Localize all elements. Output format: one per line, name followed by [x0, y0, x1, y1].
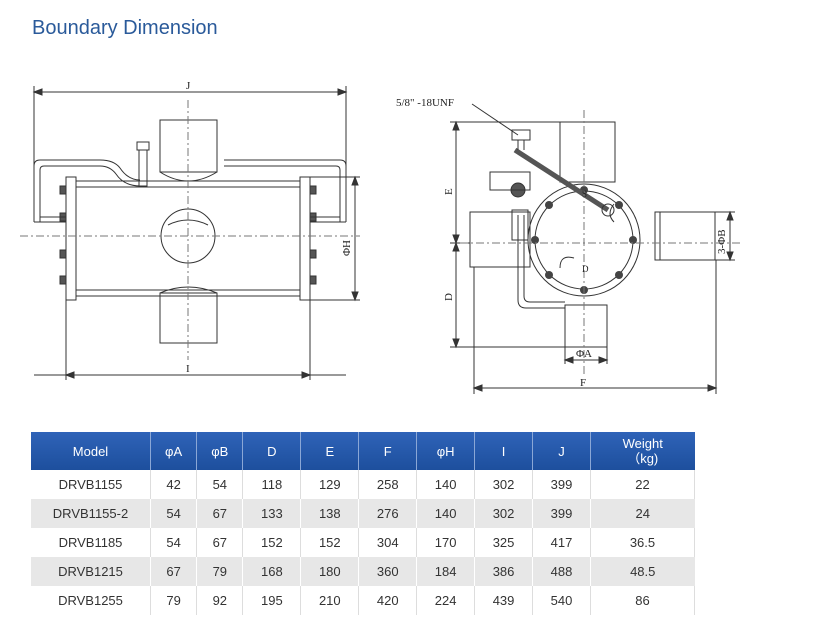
s-mark-label: S	[582, 189, 587, 199]
dim-e-label: E	[443, 188, 455, 195]
cell: 168	[242, 557, 302, 586]
table-row: DRVB1185 54 67 152 152 304 170 325 417 3…	[31, 528, 696, 557]
cell: 399	[532, 499, 591, 528]
col-header-d: D	[242, 432, 302, 470]
cell: 79	[150, 586, 198, 615]
cell: 439	[474, 586, 534, 615]
side-view	[450, 103, 740, 394]
cell: 360	[358, 557, 418, 586]
cell: 140	[416, 470, 476, 499]
col-header-h: φH	[416, 432, 476, 470]
cell: 67	[196, 499, 244, 528]
cell: 67	[196, 528, 244, 557]
boundary-dimension-drawing: J I ΦH 5/8" -18UNF E D F ΦA 3-ΦB S D	[20, 80, 740, 394]
cell: 420	[358, 586, 418, 615]
col-header-f: F	[358, 432, 418, 470]
col-header-j: J	[532, 432, 591, 470]
weight-unit: （kg)	[627, 451, 659, 466]
page-title: Boundary Dimension	[32, 17, 218, 39]
thread-label: 5/8" -18UNF	[396, 97, 454, 109]
d-mark-label: D	[582, 264, 589, 274]
col-header-e: E	[300, 432, 360, 470]
dim-b-label: 3-ΦB	[716, 229, 728, 254]
cell: 36.5	[590, 528, 696, 557]
cell: 180	[300, 557, 360, 586]
cell: 22	[590, 470, 696, 499]
dim-h-label: ΦH	[341, 240, 353, 256]
cell: 258	[358, 470, 418, 499]
cell: 184	[416, 557, 476, 586]
cell: 152	[242, 528, 302, 557]
table-header-row: Model φA φB D E F φH I J Weight（kg)	[31, 432, 695, 470]
table-row: DRVB1155-2 54 67 133 138 276 140 302 399…	[31, 499, 695, 528]
cell: 54	[150, 499, 198, 528]
cell: 129	[300, 470, 360, 499]
cell: 325	[474, 528, 534, 557]
cell: 140	[416, 499, 476, 528]
cell-model: DRVB1155	[31, 470, 151, 499]
front-view	[20, 86, 360, 380]
cell: 488	[532, 557, 591, 586]
weight-label: Weight	[622, 436, 663, 451]
cell: 118	[242, 470, 302, 499]
cell: 195	[242, 586, 302, 615]
cell: 540	[532, 586, 591, 615]
cell-model: DRVB1215	[31, 557, 151, 586]
col-header-weight: Weight（kg)	[590, 432, 695, 470]
cell: 86	[590, 586, 696, 615]
cell: 54	[150, 528, 198, 557]
cell-model: DRVB1155-2	[31, 499, 151, 528]
cell: 48.5	[590, 557, 695, 586]
cell: 417	[532, 528, 591, 557]
col-header-b: φB	[196, 432, 244, 470]
table-row: DRVB1155 42 54 118 129 258 140 302 399 2…	[31, 470, 696, 499]
dimension-table: Model φA φB D E F φH I J Weight（kg) DRVB…	[31, 432, 696, 615]
cell: 302	[474, 499, 534, 528]
cell: 152	[300, 528, 360, 557]
cell: 54	[196, 470, 244, 499]
dim-i-label: I	[186, 363, 190, 375]
col-header-i: I	[474, 432, 534, 470]
cell: 210	[300, 586, 360, 615]
cell: 224	[416, 586, 476, 615]
dim-a-label: ΦA	[576, 348, 592, 360]
table-row: DRVB1215 67 79 168 180 360 184 386 488 4…	[31, 557, 695, 586]
col-header-model: Model	[31, 432, 151, 470]
col-header-a: φA	[150, 432, 198, 470]
cell: 79	[196, 557, 244, 586]
cell: 302	[474, 470, 534, 499]
dim-d-label: D	[443, 293, 455, 301]
cell: 304	[358, 528, 418, 557]
cell: 399	[532, 470, 591, 499]
cell-model: DRVB1255	[31, 586, 151, 615]
cell: 67	[150, 557, 198, 586]
cell: 138	[300, 499, 360, 528]
cell: 170	[416, 528, 476, 557]
cell: 42	[150, 470, 198, 499]
cell: 24	[590, 499, 695, 528]
table-row: DRVB1255 79 92 195 210 420 224 439 540 8…	[31, 586, 696, 615]
cell: 133	[242, 499, 302, 528]
cell-model: DRVB1185	[31, 528, 151, 557]
cell: 386	[474, 557, 534, 586]
dim-j-label: J	[186, 80, 191, 92]
cell: 276	[358, 499, 418, 528]
cell: 92	[196, 586, 244, 615]
dim-f-label: F	[580, 377, 586, 389]
